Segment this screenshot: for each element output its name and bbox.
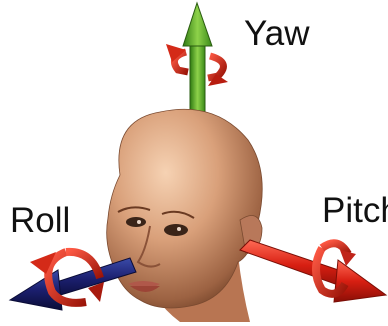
pitch-label: Pitch [322,193,388,228]
yaw-label: Yaw [244,16,310,51]
roll-label: Roll [10,203,70,238]
head-model [107,109,263,322]
yaw-axis-arrow [183,3,212,125]
